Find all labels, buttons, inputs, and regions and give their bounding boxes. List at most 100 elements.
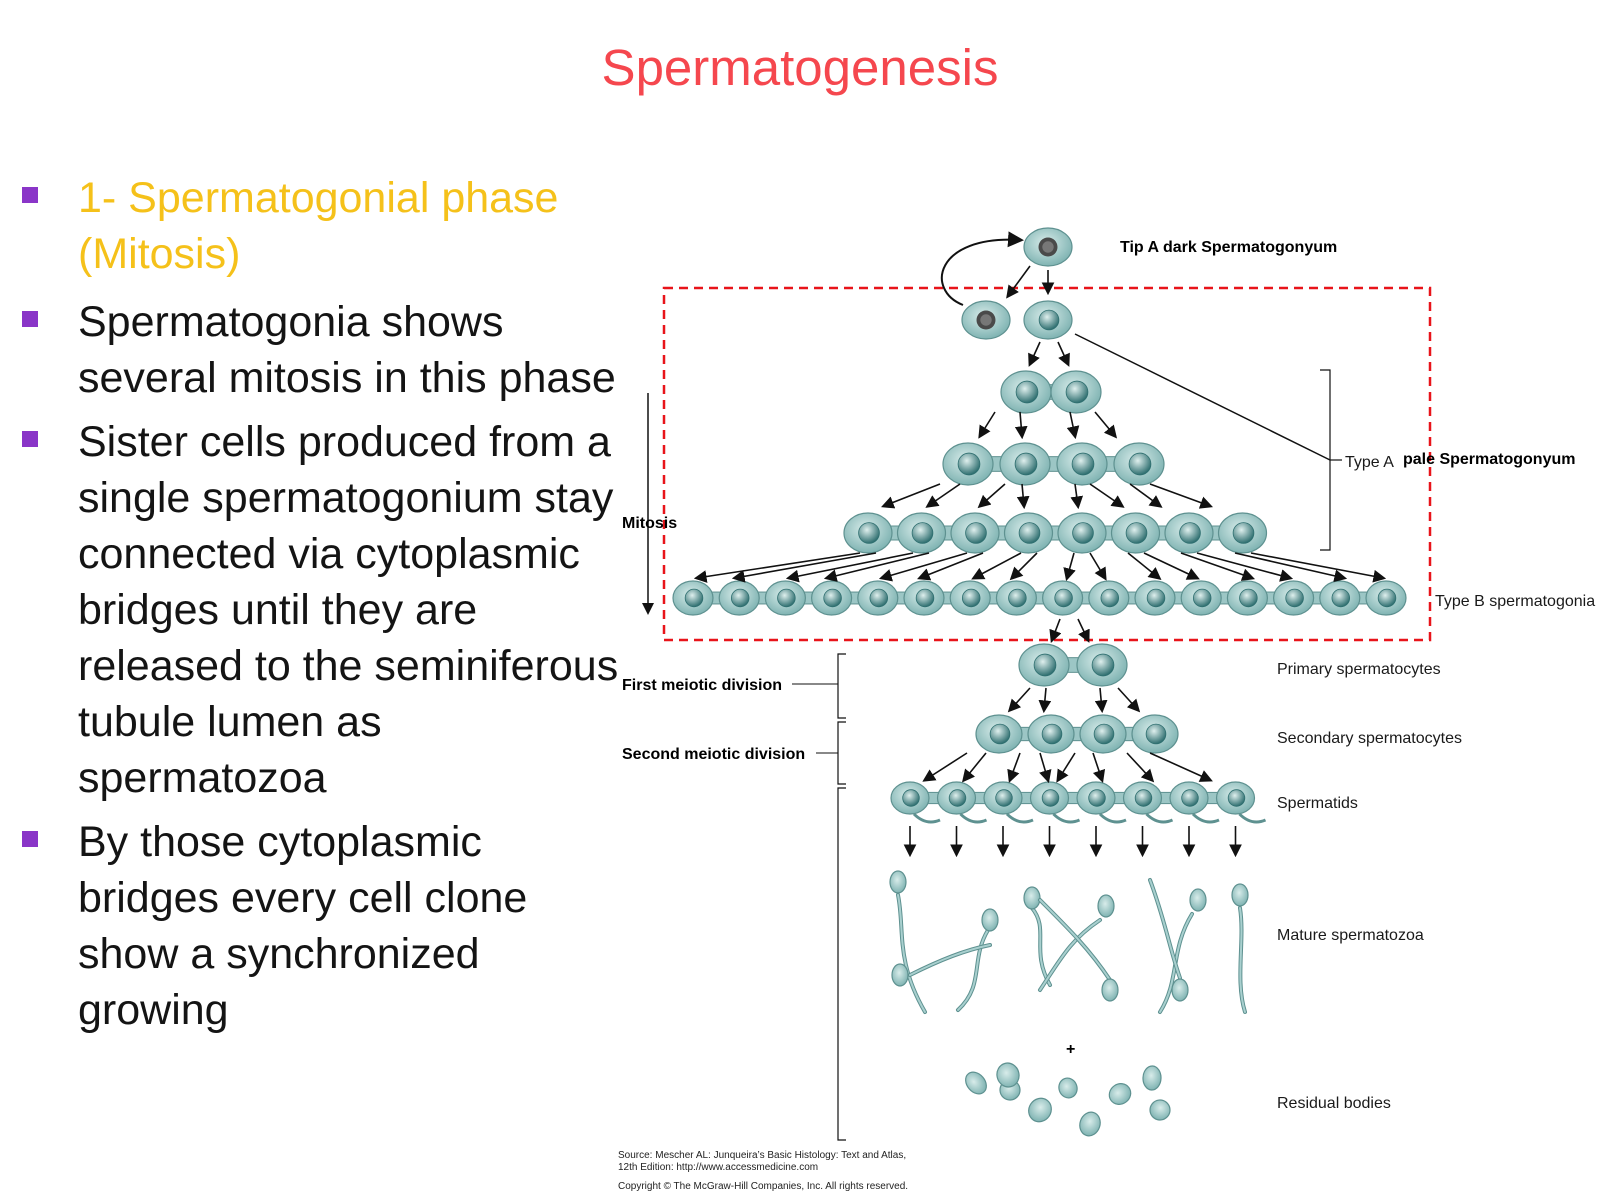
arrow: [977, 483, 1006, 509]
cell: [1000, 370, 1052, 414]
cell: [995, 580, 1038, 616]
source-line-2: 12th Edition: http://www.accessmedicine.…: [618, 1162, 818, 1173]
source-copyright: Copyright © The McGraw-Hill Companies, I…: [618, 1181, 908, 1192]
cell: [1041, 580, 1084, 616]
arrow: [693, 552, 861, 583]
label-first-meiotic: First meiotic division: [622, 677, 782, 694]
bullet-text: By those cytoplasmic bridges every cell …: [78, 818, 528, 1034]
bullet-text: 1- Spermatogonial phase (Mitosis): [78, 174, 559, 278]
arrow: [917, 552, 984, 581]
arrow: [1126, 752, 1155, 783]
arrow: [1057, 341, 1070, 367]
cell: [1272, 580, 1315, 616]
cell: [1079, 714, 1127, 754]
residual-body: [965, 1071, 987, 1095]
arrow: [1014, 411, 1028, 440]
arrow: [1066, 411, 1080, 440]
spermatozoon: [1038, 894, 1115, 992]
arrow: [1009, 552, 1038, 581]
cell: [1319, 580, 1361, 616]
cell: [1217, 512, 1268, 554]
cell: [896, 512, 947, 554]
label-type-a: Type A: [1345, 454, 1394, 471]
cell: [1057, 512, 1107, 554]
arrow: [823, 552, 930, 582]
arrow: [1143, 552, 1200, 580]
arrow: [1049, 618, 1062, 643]
residual-body: [1079, 1111, 1101, 1137]
cell: [1027, 714, 1075, 754]
label-pale: pale Spermatogonyum: [1403, 451, 1575, 468]
spermatozoon: [1231, 883, 1249, 1014]
spermatozoon: [1038, 898, 1119, 1002]
label-second-meiotic: Second meiotic division: [622, 746, 805, 763]
arrow: [1016, 483, 1030, 510]
cell: [1076, 643, 1128, 687]
cell: [942, 442, 994, 486]
arrow: [925, 483, 961, 508]
cell: [1023, 300, 1073, 340]
spermatozoon: [1148, 878, 1189, 1002]
cell: [999, 442, 1051, 486]
cell: [1050, 370, 1102, 414]
cell: [1134, 580, 1176, 616]
cell: [1164, 512, 1214, 554]
cell: [1029, 781, 1070, 815]
bullet-text: Sister cells produced from a single sper…: [78, 418, 619, 802]
bullet-square-icon: [22, 831, 38, 847]
cell: [764, 580, 807, 616]
arrow: [1094, 411, 1118, 439]
cell-layer: [672, 227, 1407, 815]
bullet-square-icon: [22, 311, 38, 327]
arrow: [1077, 618, 1090, 643]
second-meiotic-bracket: [837, 721, 846, 785]
pointer-line: [1074, 333, 1331, 461]
spermatid-tail: [1145, 812, 1174, 824]
source-line-1: Source: Mescher AL: Junqueira’s Basic Hi…: [618, 1150, 906, 1161]
cell: [1169, 781, 1209, 815]
spermatozoon: [956, 908, 999, 1012]
cell: [1122, 781, 1163, 815]
cell: [1076, 781, 1116, 815]
arrow: [785, 552, 914, 583]
arrow: [731, 552, 877, 583]
cell: [843, 512, 893, 554]
slide-title: Spermatogenesis: [601, 39, 999, 96]
cell: [1365, 580, 1407, 616]
cell: [672, 580, 714, 616]
spermatid-tail: [959, 812, 988, 824]
cell: [1056, 442, 1108, 486]
bullet-item: By those cytoplasmic bridges every cell …: [22, 814, 622, 1038]
cell: [810, 580, 853, 616]
arrow-layer: [693, 265, 1387, 858]
bullet-square-icon: [22, 187, 38, 203]
bullet-item: Sister cells produced from a single sper…: [22, 414, 622, 806]
cell: [718, 580, 760, 616]
arrow: [878, 552, 968, 582]
spermatid-tail: [1052, 812, 1081, 824]
arrow: [1094, 687, 1108, 714]
arrow: [1007, 752, 1021, 784]
cell: [903, 580, 945, 616]
cell: [936, 781, 977, 815]
arrow: [1180, 552, 1256, 581]
arrow: [922, 752, 968, 782]
arrow: [978, 411, 996, 439]
arrow: [971, 552, 1022, 580]
spermatid-tail: [1098, 812, 1127, 824]
arrow: [1056, 752, 1076, 783]
bullet-text: Spermatogonia shows several mitosis in t…: [78, 298, 616, 402]
arrow: [1028, 341, 1041, 367]
spermatid-tail: [1191, 812, 1220, 824]
bullet-list: 1- Spermatogonial phase (Mitosis) Sperma…: [22, 170, 622, 1046]
residual-body: [1028, 1097, 1052, 1123]
spermatozoon: [891, 943, 992, 987]
bullet-square-icon: [22, 431, 38, 447]
cell: [975, 714, 1023, 754]
arrow: [1234, 552, 1348, 583]
arrow: [1127, 552, 1162, 581]
arrow: [1039, 752, 1052, 784]
residual-body: [1108, 1083, 1132, 1105]
label-mitosis: Mitosis: [622, 515, 677, 532]
